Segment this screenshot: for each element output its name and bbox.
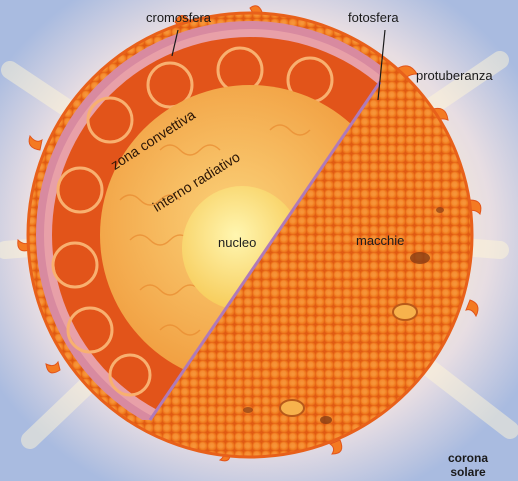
label-protuberanza: protuberanza bbox=[416, 68, 493, 83]
label-corona-line2: solare bbox=[448, 465, 488, 479]
label-fotosfera: fotosfera bbox=[348, 10, 399, 25]
label-nucleo: nucleo bbox=[218, 235, 256, 250]
label-cromosfera: cromosfera bbox=[146, 10, 211, 25]
label-macchie: macchie bbox=[356, 233, 404, 248]
label-corona-solare: corona solare bbox=[448, 451, 488, 479]
label-corona-line1: corona bbox=[448, 451, 488, 465]
